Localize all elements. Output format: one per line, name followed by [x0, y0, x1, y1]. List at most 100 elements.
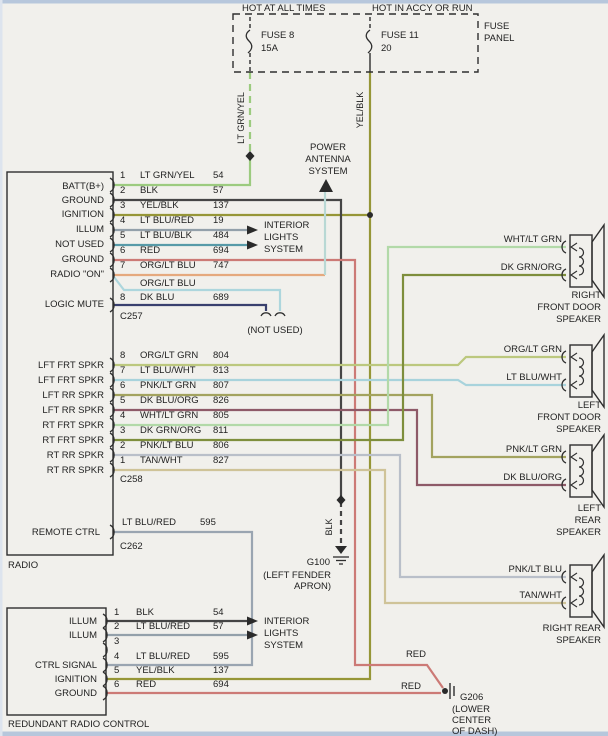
svg-text:2: 2: [114, 621, 119, 632]
wire-ltgrnyel-row1: [113, 158, 252, 187]
speaker-pin-labels: LFT FRT SPKR LFT FRT SPKR LFT RR SPKR LF…: [38, 360, 104, 476]
remote-circuit-number: 595: [200, 517, 216, 528]
svg-text:4: 4: [120, 215, 125, 226]
svg-text:DK BLU/ORG: DK BLU/ORG: [140, 395, 199, 406]
svg-text:RT RR SPKR: RT RR SPKR: [47, 450, 104, 461]
svg-text:826: 826: [213, 395, 229, 406]
svg-text:NOT USED: NOT USED: [55, 239, 104, 250]
svg-text:807: 807: [213, 380, 229, 391]
fuse-panel-label: FUSE: [484, 21, 509, 32]
connector-id-c258: C258: [120, 474, 143, 485]
radio-pin-labels: BATT(B+) GROUND IGNITION ILLUM NOT USED …: [45, 181, 104, 310]
svg-text:ORG/LT GRN: ORG/LT GRN: [504, 344, 562, 355]
svg-text:DK BLU/ORG: DK BLU/ORG: [503, 472, 562, 483]
svg-text:ORG/LT BLU: ORG/LT BLU: [140, 260, 196, 271]
svg-text:ORG/LT BLU: ORG/LT BLU: [140, 278, 196, 289]
svg-text:GROUND: GROUND: [62, 254, 104, 265]
svg-text:YEL/BLK: YEL/BLK: [140, 200, 179, 211]
svg-text:LT BLU/RED: LT BLU/RED: [136, 651, 190, 662]
power-antenna-label: SYSTEM: [308, 166, 347, 177]
svg-text:RADIO "ON": RADIO "ON": [50, 269, 104, 280]
svg-text:6: 6: [114, 679, 119, 690]
svg-text:PNK/LT GRN: PNK/LT GRN: [506, 444, 562, 455]
radio-box: [6, 171, 114, 556]
g100-location: APRON): [294, 581, 331, 592]
radio-label: RADIO: [8, 560, 38, 571]
svg-text:2: 2: [120, 185, 125, 196]
svg-text:FRONT DOOR: FRONT DOOR: [537, 302, 601, 313]
svg-text:811: 811: [213, 425, 228, 436]
svg-text:DK BLU: DK BLU: [140, 292, 174, 303]
fuse-panel-label: PANEL: [484, 33, 514, 44]
redundant-pin-labels: ILLUM ILLUM CTRL SIGNAL IGNITION GROUND: [35, 616, 97, 699]
svg-text:SPEAKER: SPEAKER: [556, 314, 601, 325]
svg-text:LEFT: LEFT: [578, 503, 601, 514]
svg-text:RED: RED: [140, 245, 160, 256]
svg-text:LT BLU/BLK: LT BLU/BLK: [140, 230, 193, 241]
svg-text:137: 137: [213, 200, 229, 211]
junction-dot-yelblk: [367, 212, 373, 218]
svg-text:LFT RR SPKR: LFT RR SPKR: [42, 390, 104, 401]
svg-text:TAN/WHT: TAN/WHT: [140, 455, 183, 466]
g206-red-label: RED: [406, 649, 426, 660]
wire-dkblu-row8: [113, 303, 268, 311]
svg-text:5: 5: [120, 395, 125, 406]
svg-text:805: 805: [213, 410, 229, 421]
svg-text:5: 5: [120, 230, 125, 241]
g100-label: G100: [307, 557, 330, 568]
svg-text:484: 484: [213, 230, 229, 241]
svg-text:1: 1: [120, 170, 125, 181]
connector-id-c262: C262: [120, 541, 143, 552]
g100-wire-label: BLK: [324, 518, 334, 535]
svg-text:806: 806: [213, 440, 229, 451]
fuse8-symbol: [245, 29, 253, 54]
fuse11-label: FUSE 11: [381, 30, 419, 41]
redundant-radio-control-label: REDUNDANT RADIO CONTROL: [8, 719, 149, 730]
svg-text:6: 6: [120, 380, 125, 391]
wire-dkbluorg-826: [113, 408, 566, 487]
svg-text:2: 2: [120, 440, 125, 451]
svg-text:5: 5: [114, 665, 119, 676]
g100-location: (LEFT FENDER: [263, 570, 331, 581]
svg-text:GROUND: GROUND: [62, 195, 104, 206]
g206-red-label: RED: [401, 681, 421, 692]
g206-location: OF DASH): [452, 726, 497, 736]
vertical-wire-label-ltgrnyel: LT GRN/YEL: [236, 92, 246, 144]
connector-id-c257: C257: [120, 311, 143, 322]
svg-text:1: 1: [120, 455, 125, 466]
svg-text:RIGHT: RIGHT: [571, 290, 601, 301]
svg-text:YEL/BLK: YEL/BLK: [136, 665, 175, 676]
interior-lights-label: INTERIOR: [264, 616, 310, 627]
svg-text:FRONT DOOR: FRONT DOOR: [537, 412, 601, 423]
remote-ctrl-label: REMOTE CTRL: [32, 527, 100, 538]
svg-text:DK GRN/ORG: DK GRN/ORG: [140, 425, 201, 436]
fuse11-rating: 20: [381, 43, 392, 54]
wire-orgltgrn-804: [113, 355, 566, 367]
fuse11-symbol: [365, 29, 373, 54]
svg-text:LT GRN/YEL: LT GRN/YEL: [140, 170, 195, 181]
svg-text:8: 8: [120, 350, 125, 361]
wires: [106, 17, 566, 695]
svg-text:LT BLU/WHT: LT BLU/WHT: [506, 372, 562, 383]
fuse-panel-box: [232, 13, 479, 73]
svg-text:1: 1: [114, 607, 119, 618]
wire-yelblk-vertical: [106, 72, 372, 681]
speaker-right-front-door: [561, 222, 605, 300]
svg-text:RT FRT SPKR: RT FRT SPKR: [42, 420, 104, 431]
hot-in-accy-label: HOT IN ACCY OR RUN: [372, 3, 473, 14]
svg-text:LOGIC MUTE: LOGIC MUTE: [45, 299, 104, 310]
power-antenna-arrow-icon: [319, 179, 333, 192]
svg-text:CTRL SIGNAL: CTRL SIGNAL: [35, 660, 97, 671]
svg-text:LFT RR SPKR: LFT RR SPKR: [42, 405, 104, 416]
svg-text:19: 19: [213, 215, 224, 226]
svg-text:ILLUM: ILLUM: [69, 630, 97, 641]
interior-lights-label: INTERIOR: [264, 220, 310, 231]
svg-text:SPEAKER: SPEAKER: [556, 635, 601, 646]
svg-text:SPEAKER: SPEAKER: [556, 527, 601, 538]
svg-text:54: 54: [213, 607, 224, 618]
not-used-label: (NOT USED): [247, 325, 302, 336]
svg-text:RIGHT REAR: RIGHT REAR: [543, 623, 602, 634]
